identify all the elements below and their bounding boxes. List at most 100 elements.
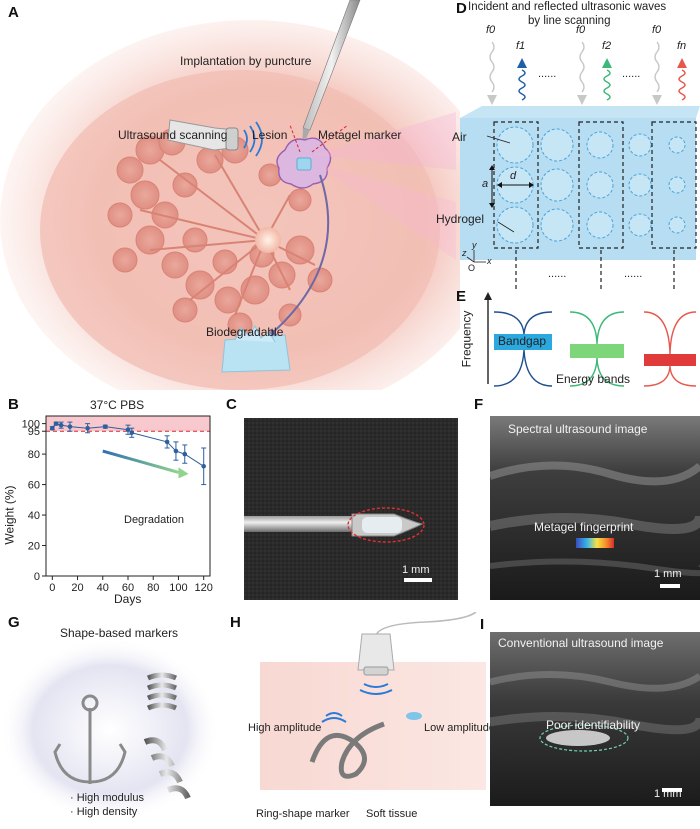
- freq-fn: fn: [677, 40, 687, 52]
- y-tick-label: 100: [22, 419, 40, 431]
- label-d: d: [510, 170, 517, 182]
- axis-o: O: [468, 263, 476, 273]
- panel-letter-i: I: [480, 616, 485, 633]
- h-ring-marker: Ring-shape marker: [256, 808, 350, 820]
- label-implantation: Implantation by puncture: [180, 54, 312, 68]
- x-tick-label: 120: [195, 582, 213, 594]
- y-tick-label: 0: [34, 571, 40, 583]
- freq-f0-3: f0: [652, 24, 662, 36]
- data-point: [102, 424, 108, 429]
- data-point: [182, 451, 188, 457]
- panel-letter-h: H: [230, 614, 241, 631]
- x-tick-label: 80: [147, 582, 159, 594]
- output-arrows: [515, 250, 675, 290]
- biodegradable-arrow: [269, 174, 330, 336]
- panel-letter-a: A: [8, 4, 19, 21]
- data-point: [129, 430, 135, 436]
- hydrogel-block: [460, 118, 696, 260]
- fingerprint-bar: [576, 538, 614, 548]
- label-biodegradable: Biodegradable: [206, 325, 284, 339]
- panel-letter-g: G: [8, 614, 20, 631]
- ultrasound-probe: [167, 119, 263, 157]
- g-title: Shape-based markers: [60, 626, 179, 640]
- i-scale-label: 1 mm: [654, 788, 682, 800]
- f-scale-label: 1 mm: [654, 568, 682, 580]
- x-tick-label: 60: [122, 582, 134, 594]
- chart-annotation: Degradation: [124, 514, 184, 526]
- coil-marker-long: [143, 737, 191, 800]
- x-tick-label: 40: [97, 582, 109, 594]
- panel-letter-f: F: [474, 396, 484, 413]
- d-dots-1: ......: [538, 68, 557, 80]
- label-frequency: Frequency: [459, 310, 474, 368]
- data-point: [67, 424, 73, 429]
- d-title-line1: Incident and reflected ultrasonic waves: [468, 1, 667, 13]
- h-probe: [357, 633, 395, 676]
- panel-f: F Spectral ultrasound image Metagel fing…: [468, 396, 700, 606]
- axis-z: z: [462, 248, 467, 258]
- chart-xlabel: Days: [114, 592, 142, 606]
- degradation-arrow: [102, 449, 179, 474]
- reflected-arrowheads: [517, 58, 687, 68]
- freq-f0-2: f0: [576, 24, 586, 36]
- incident-arrowheads: [487, 95, 662, 105]
- bandgap-green: [569, 311, 625, 387]
- panel-letter-c: C: [226, 396, 237, 413]
- air-cylinders: [496, 126, 686, 244]
- incident-waves: [489, 41, 660, 93]
- y-tick-label: 20: [28, 541, 40, 553]
- chart-ylabel: Weight (%): [2, 485, 17, 545]
- g-bullet-1: · High modulus: [70, 792, 144, 804]
- axis-x: x: [487, 256, 492, 266]
- panel-a: A Implantation by puncture Ultrasound sc…: [0, 0, 460, 390]
- energy-band-diagram: [484, 292, 697, 387]
- d-title-line2: by line scanning: [528, 15, 611, 27]
- freq-f2: f2: [602, 40, 612, 52]
- degradation-arrowhead: [178, 467, 189, 479]
- panel-c: C 1 mm: [222, 396, 462, 606]
- data-point: [173, 448, 179, 454]
- hook-marker: [53, 694, 127, 784]
- freq-f0-1: f0: [486, 24, 496, 36]
- label-metagel-marker: Metagel marker: [318, 128, 402, 142]
- nipple: [255, 227, 281, 253]
- panel-i: I Conventional ultrasound image Poor ide…: [476, 612, 700, 829]
- label-energy-bands: Energy bands: [556, 372, 631, 386]
- coil-marker-short: [147, 672, 177, 711]
- y-tick-label: 80: [28, 449, 40, 461]
- data-point: [50, 425, 55, 431]
- coordinate-axes: [466, 250, 486, 263]
- label-lesion: Lesion: [252, 128, 288, 142]
- scan-columns: [493, 121, 697, 249]
- data-point: [125, 427, 131, 433]
- y-tick-label: 95: [28, 426, 40, 438]
- x-tick-label: 0: [49, 582, 55, 594]
- bandgap-blue: [493, 311, 553, 387]
- f-title: Spectral ultrasound image: [508, 422, 648, 436]
- f-fingerprint-label: Metagel fingerprint: [534, 520, 634, 534]
- x-tick-label: 20: [71, 582, 83, 594]
- d-dots-2: ......: [622, 68, 641, 80]
- panel-h: H High amplitude Low amplitude Ring-shap…: [226, 612, 495, 829]
- shape-markers-illustration: [0, 638, 220, 822]
- chart-title: 37°C PBS: [90, 398, 145, 412]
- metagel-marker-mini: [296, 157, 312, 171]
- label-a: a: [482, 178, 489, 190]
- y-tick-label: 60: [28, 480, 40, 492]
- panel-letter-b: B: [8, 396, 19, 413]
- c-scale-label: 1 mm: [402, 564, 430, 576]
- label-ultrasound-scanning: Ultrasound scanning: [118, 128, 228, 142]
- data-point: [53, 421, 59, 426]
- marker-highlight: [347, 507, 425, 543]
- label-bandgap: Bandgap: [498, 334, 547, 348]
- data-point: [58, 422, 64, 428]
- d-diagram: [460, 41, 700, 290]
- ring-marker-illustration: [260, 612, 486, 790]
- label-air: Air: [452, 130, 467, 144]
- breast-illustration: [0, 0, 460, 390]
- ducts: [139, 154, 316, 316]
- d-dots-4: ......: [624, 268, 643, 280]
- lesion: [276, 137, 332, 189]
- spectral-ultrasound-image: [490, 416, 700, 600]
